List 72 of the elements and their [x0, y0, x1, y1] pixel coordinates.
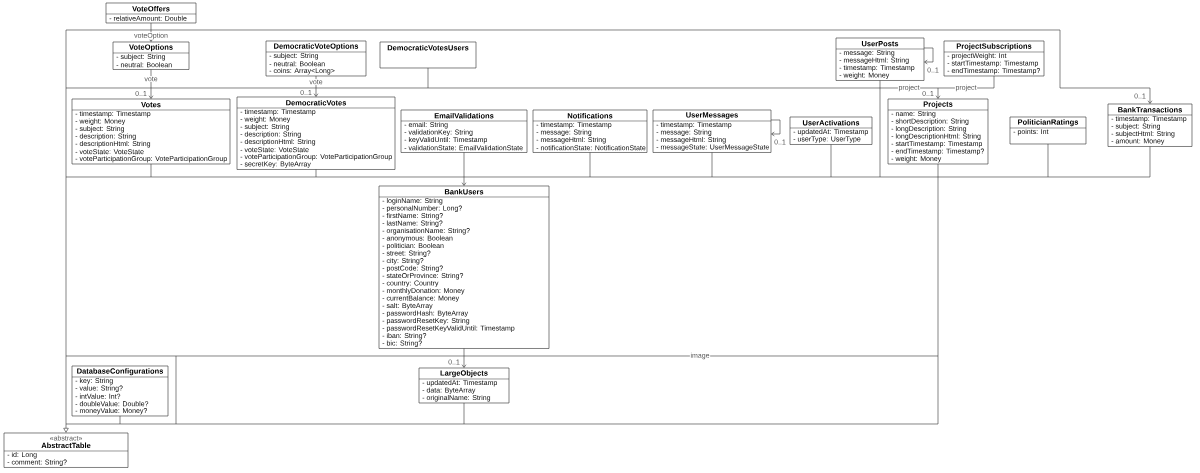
class-box: [532, 109, 648, 153]
connector-line: [879, 176, 939, 178]
connector-line: [463, 355, 939, 357]
connector-line: [463, 152, 465, 178]
association-arrow: [461, 355, 467, 368]
class-box: [1107, 103, 1193, 147]
class-box: [400, 109, 528, 153]
connector-line: [150, 163, 152, 178]
association-arrow: [461, 176, 467, 186]
class-box: [887, 98, 989, 165]
association-arrow: [923, 47, 934, 65]
connector-line: [463, 348, 465, 357]
connector-line: [315, 169, 317, 178]
class-box: [379, 41, 477, 69]
class-box: [418, 367, 510, 404]
connector-line: [119, 415, 121, 425]
connector-line: [150, 69, 152, 89]
class-box: [3, 432, 129, 468]
connector-line: [427, 67, 429, 89]
connector-line: [711, 152, 713, 178]
connector-line: [830, 144, 832, 178]
connector-line: [65, 176, 67, 357]
connector-line: [879, 80, 881, 89]
connector-line: [1047, 143, 1049, 178]
connector-line: [175, 355, 465, 357]
association-arrow: [148, 87, 154, 99]
connector-line: [1047, 146, 1151, 178]
class-box: [265, 40, 367, 77]
class-box: [789, 116, 873, 145]
connector-line: [65, 355, 67, 425]
connector-line: [463, 176, 591, 178]
connector-line: [589, 176, 713, 178]
connector-line: [937, 176, 1049, 178]
connector-line: [463, 402, 465, 425]
connector-line: [937, 176, 939, 357]
connector-line: [315, 87, 429, 89]
connector-line: [150, 22, 152, 31]
class-box: [71, 365, 169, 417]
class-box: [943, 40, 1045, 77]
inheritance-arrow: [63, 423, 69, 433]
connector-line: [937, 163, 939, 178]
connector-line: [315, 75, 317, 89]
connector-line: [937, 75, 995, 89]
connector-line: [150, 87, 317, 89]
class-box: [652, 109, 772, 153]
connector-line: [830, 176, 881, 178]
association-arrow: [770, 119, 781, 137]
connector-line: [65, 423, 121, 425]
connector-line: [711, 176, 832, 178]
association-arrow: [935, 87, 941, 99]
connector-line: [879, 87, 881, 178]
connector-line: [589, 152, 591, 178]
class-box: [105, 2, 197, 24]
connector-line: [65, 87, 67, 178]
connector-line: [315, 176, 465, 178]
class-box: [1009, 116, 1087, 145]
connector-line: [65, 87, 152, 89]
connector-line: [65, 355, 177, 357]
class-box: [378, 185, 550, 349]
class-box: [835, 37, 925, 81]
association-arrow: [150, 29, 1153, 104]
connector-line: [427, 87, 881, 89]
connector-line: [119, 423, 177, 425]
connector-line: [150, 176, 317, 178]
connector-line: [65, 29, 152, 89]
connector-line: [175, 355, 177, 425]
connector-line: [65, 176, 152, 178]
association-arrow: [313, 87, 319, 97]
connector-line: [175, 423, 465, 425]
class-box: [71, 98, 231, 165]
class-box: [236, 96, 396, 170]
connector-line: [463, 355, 939, 425]
